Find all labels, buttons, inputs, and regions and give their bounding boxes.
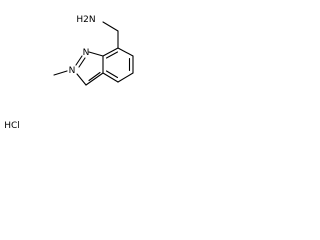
bond-c7a-c7-inner	[105, 51, 119, 59]
bond-c4-c3a-inner	[105, 70, 119, 79]
bond-n2-c3	[76, 73, 87, 86]
bond-c5-c4	[117, 72, 134, 83]
amine-label: H2N	[76, 15, 95, 25]
bond-c7a-n1	[88, 51, 104, 57]
bond-c4-c3a	[102, 72, 119, 83]
bond-n1-n2-b	[78, 57, 86, 68]
nitrogen-n1-label: N	[83, 48, 90, 58]
salt-label: HCl	[4, 121, 20, 131]
bond-c3-c3a-inner	[88, 71, 101, 82]
bond-c7-c6	[117, 47, 134, 57]
bond-c7a-c7	[102, 47, 119, 57]
bond-nh2-ch2	[102, 21, 119, 32]
bond-n2-methyl	[53, 70, 68, 76]
bond-n1-n2-a	[75, 55, 83, 66]
molecule-structure-diagram: H2N N N HCl	[4, 15, 134, 131]
nitrogen-n2-label: N	[69, 66, 76, 76]
bond-c3-c3a	[85, 72, 104, 86]
